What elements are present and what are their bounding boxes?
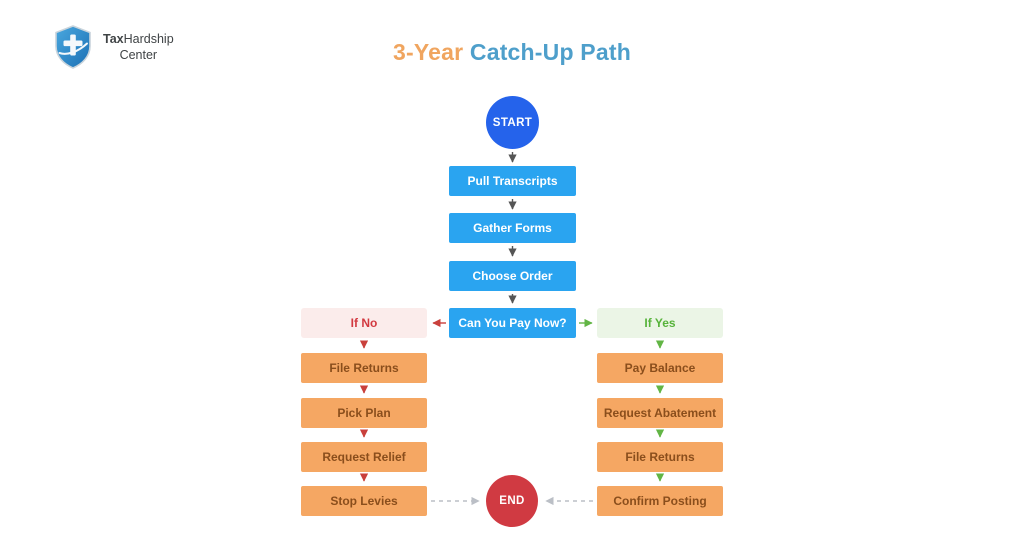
- node-confirm-posting: Confirm Posting: [597, 486, 723, 516]
- brand-name-line2: Center: [119, 47, 158, 62]
- page-title: 3-Year Catch-Up Path: [0, 39, 1024, 66]
- node-choose-order: Choose Order: [449, 261, 576, 291]
- end-node: END: [486, 475, 538, 527]
- shield-cross-icon: [55, 25, 91, 69]
- brand-regular-text: Hardship: [123, 32, 174, 46]
- node-yes-file-returns: File Returns: [597, 442, 723, 472]
- brand-bold-text: Tax: [103, 32, 124, 46]
- node-pick-plan: Pick Plan: [301, 398, 427, 428]
- brand-logo: TaxHardship Center: [54, 25, 174, 69]
- node-can-you-pay-now: Can You Pay Now?: [449, 308, 576, 338]
- start-node: START: [486, 96, 539, 149]
- title-main: Catch-Up Path: [463, 39, 631, 65]
- brand-name: TaxHardship Center: [103, 25, 174, 63]
- node-pull-transcripts: Pull Transcripts: [449, 166, 576, 196]
- brand-name-line1: TaxHardship: [103, 32, 174, 48]
- condition-if-no: If No: [301, 308, 427, 338]
- node-gather-forms: Gather Forms: [449, 213, 576, 243]
- node-stop-levies: Stop Levies: [301, 486, 427, 516]
- node-no-file-returns: File Returns: [301, 353, 427, 383]
- node-pay-balance: Pay Balance: [597, 353, 723, 383]
- condition-if-yes: If Yes: [597, 308, 723, 338]
- node-request-abatement: Request Abatement: [597, 398, 723, 428]
- title-accent: 3-Year: [393, 39, 464, 65]
- node-request-relief: Request Relief: [301, 442, 427, 472]
